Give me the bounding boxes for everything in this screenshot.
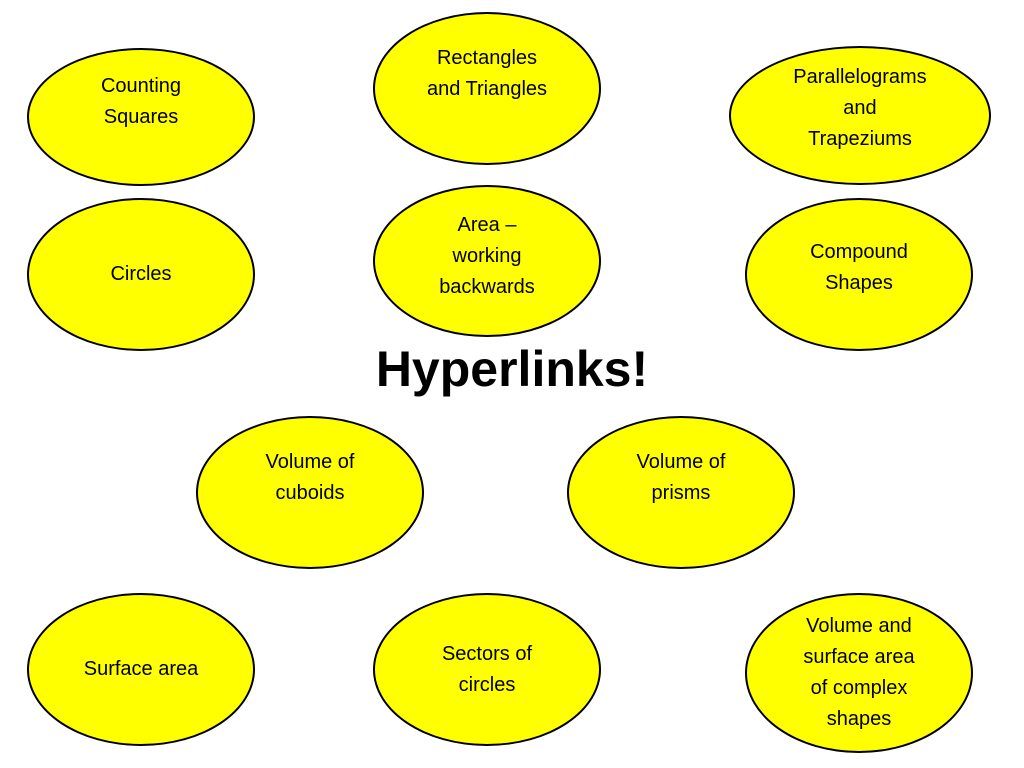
counting-squares-link[interactable]: Counting Squares <box>27 48 255 186</box>
sectors-of-circles-link[interactable]: Sectors of circles <box>373 593 601 746</box>
parallelograms-trapeziums-label: Parallelograms and Trapeziums <box>793 66 927 150</box>
compound-shapes-label: Compound Shapes <box>810 240 908 294</box>
circles-label: Circles <box>110 263 172 285</box>
volume-surface-complex-link[interactable]: Volume and surface area of complex shape… <box>745 593 973 753</box>
volume-prisms-link[interactable]: Volume of prisms <box>567 416 795 569</box>
page-title: Hyperlinks! <box>375 341 649 397</box>
volume-cuboids-link[interactable]: Volume of cuboids <box>196 416 424 569</box>
volume-cuboids-label: Volume of cuboids <box>265 450 355 504</box>
parallelograms-trapeziums-link[interactable]: Parallelograms and Trapeziums <box>729 46 991 185</box>
rectangles-triangles-label: Rectangles and Triangles <box>426 46 548 100</box>
sectors-of-circles-label: Sectors of circles <box>441 642 533 696</box>
compound-shapes-link[interactable]: Compound Shapes <box>745 198 973 351</box>
area-working-backwards-link[interactable]: Area – working backwards <box>373 185 601 337</box>
counting-squares-label: Counting Squares <box>100 75 182 128</box>
area-working-backwards-label: Area – working backwards <box>439 213 535 298</box>
volume-prisms-label: Volume of prisms <box>636 450 726 504</box>
volume-surface-complex-label: Volume and surface area of complex shape… <box>803 615 915 730</box>
circles-link[interactable]: Circles <box>27 198 255 351</box>
surface-area-link[interactable]: Surface area <box>27 593 255 746</box>
surface-area-label: Surface area <box>83 658 199 680</box>
rectangles-triangles-link[interactable]: Rectangles and Triangles <box>373 12 601 165</box>
